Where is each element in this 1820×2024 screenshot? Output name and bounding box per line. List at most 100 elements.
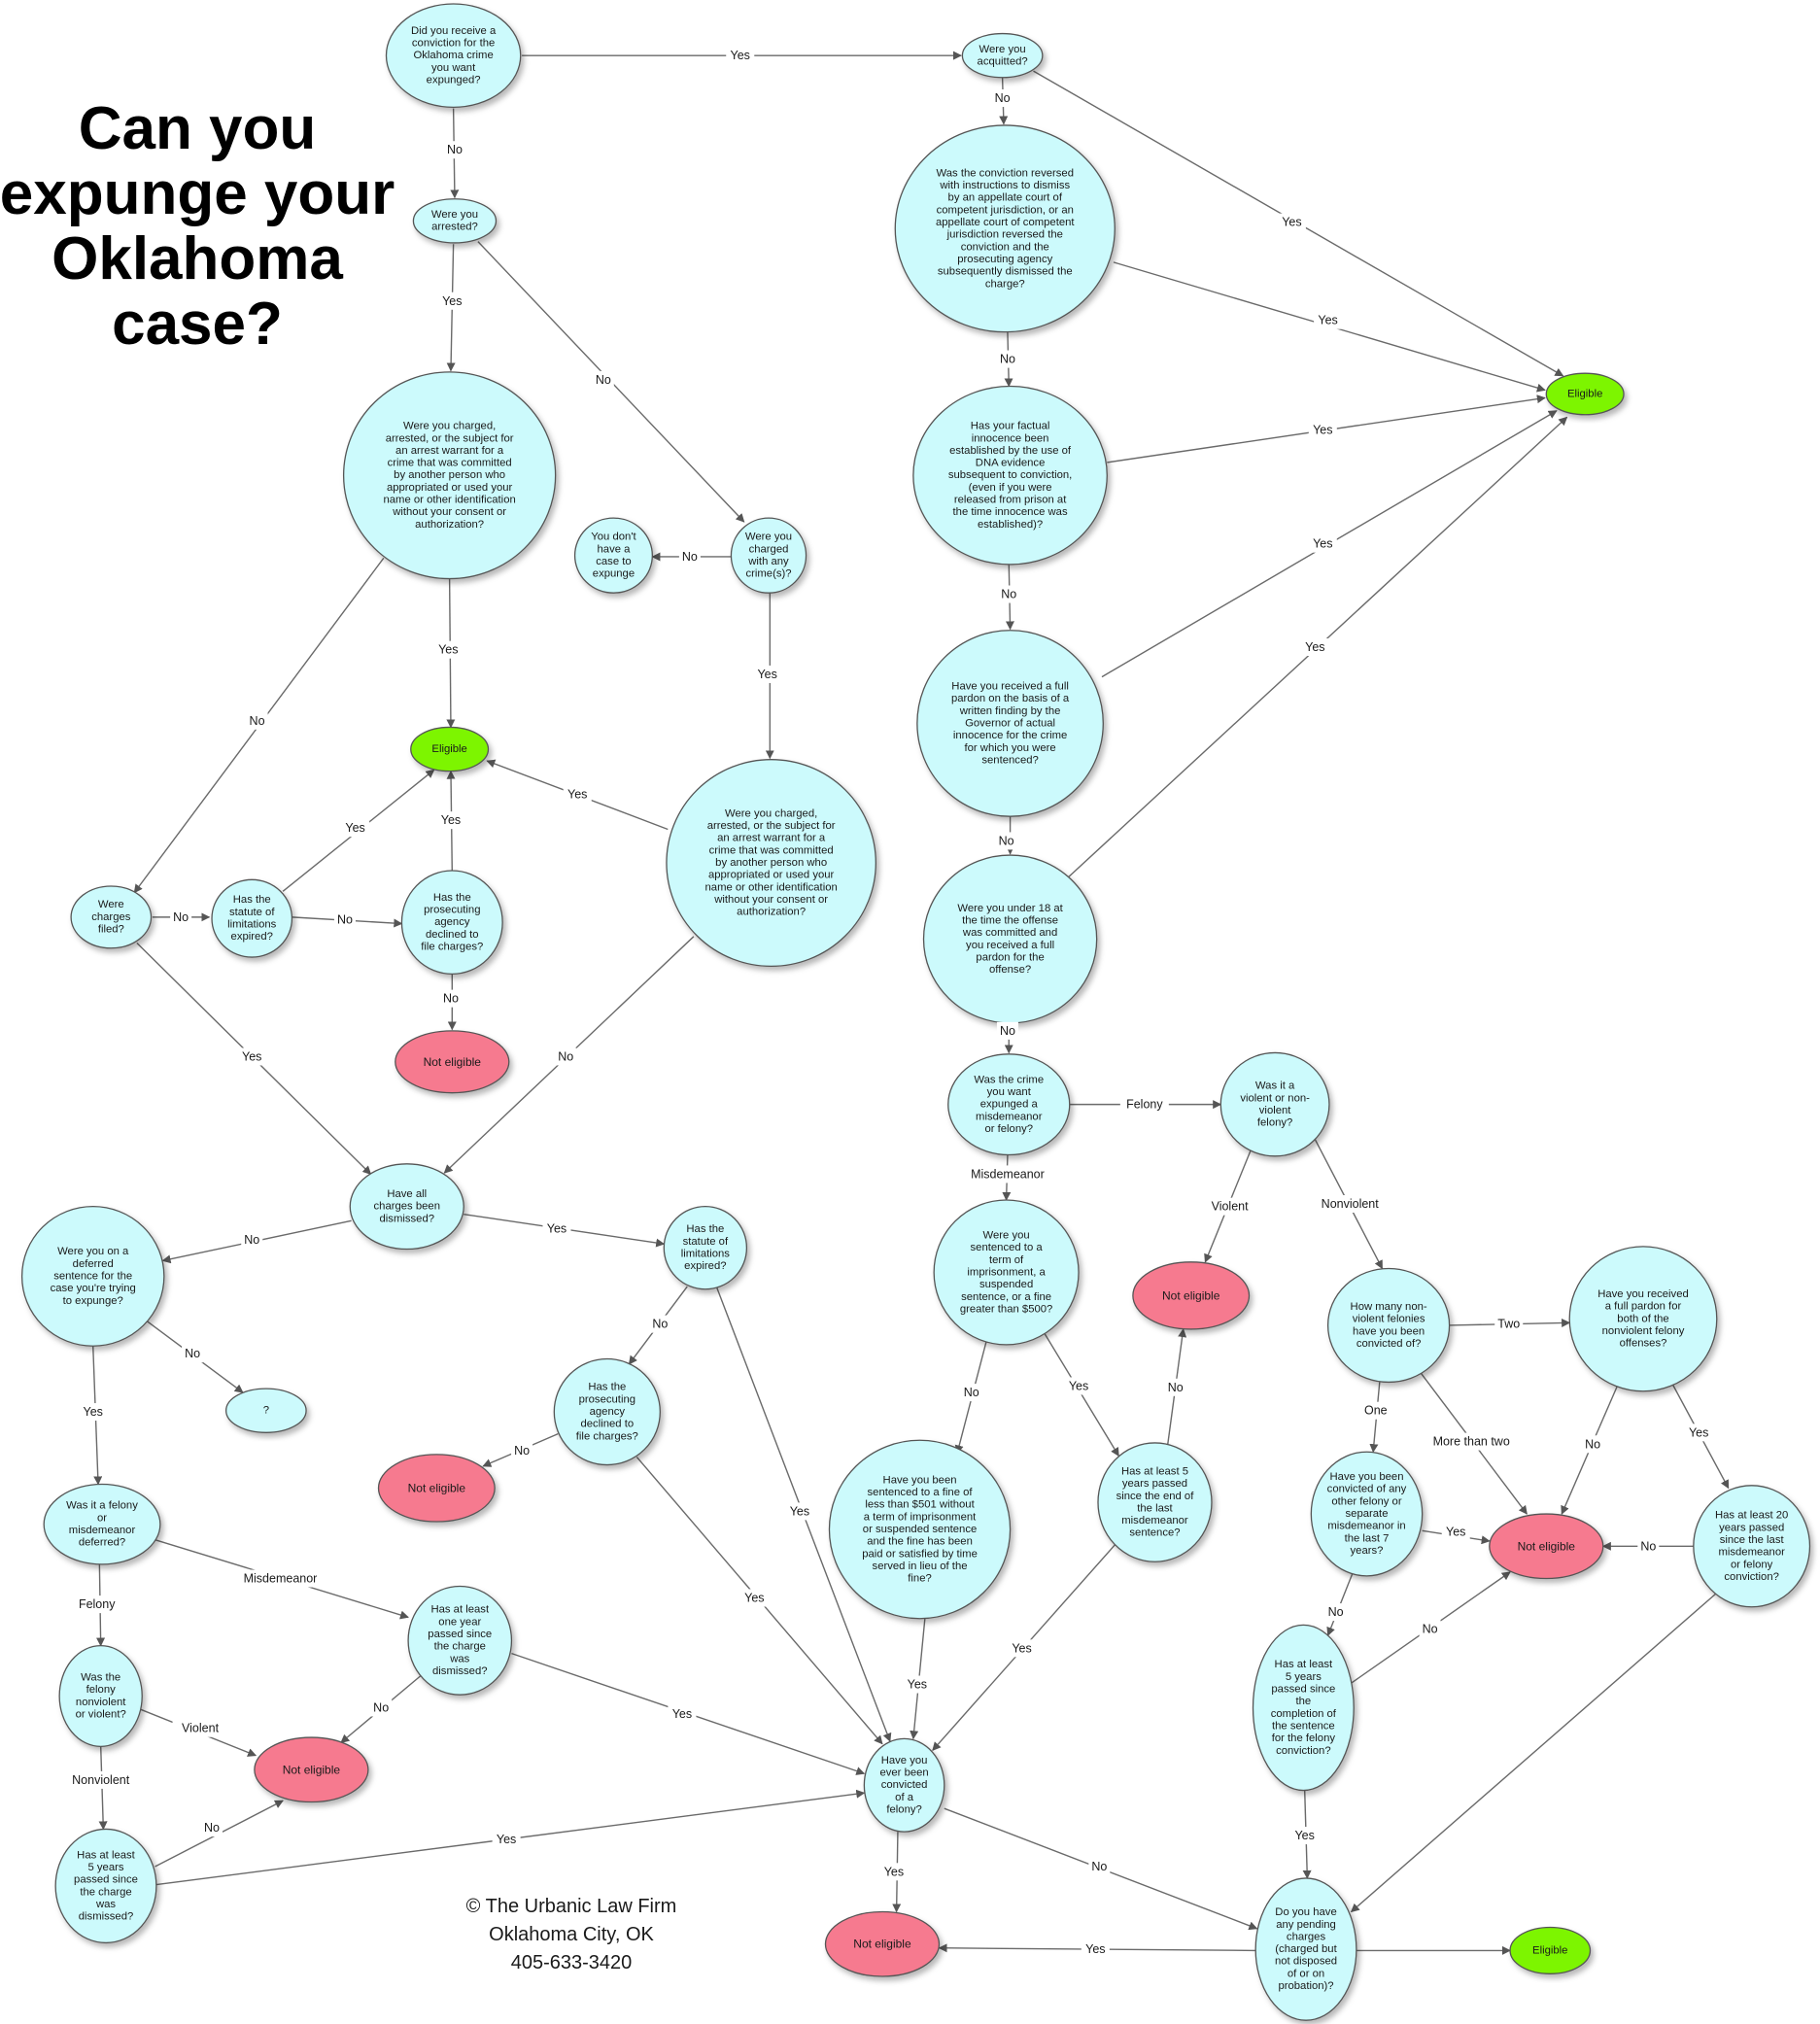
edge-label-text: No — [447, 143, 463, 156]
node-text-line: case you're trying — [51, 1283, 136, 1294]
node-text-line: with any — [747, 556, 789, 567]
question-node-shape — [54, 1828, 157, 1944]
question-node-shape — [863, 1737, 945, 1833]
node-text-line: name or other identification — [705, 881, 838, 893]
node-text-line: Governor of actual — [965, 717, 1055, 729]
node-text-line: any pending — [1276, 1919, 1336, 1931]
edge-label-text: No — [1168, 1381, 1184, 1394]
node-text-line: acquitted? — [978, 55, 1028, 67]
edge-label-text: Yes — [790, 1504, 809, 1518]
node-text-line: agency — [590, 1406, 626, 1418]
edge-label-text: No — [514, 1444, 530, 1458]
edge-label-q-misd-felony-to-q-sentence-type: Misdemeanor — [966, 1165, 1049, 1184]
edge-label-q-conviction-to-q-acquitted: Yes — [726, 47, 755, 65]
not-eligible-node-shape — [377, 1454, 496, 1523]
edge-label-background — [966, 1165, 1049, 1184]
node-text-line: jurisdiction reversed the — [946, 229, 1063, 241]
edge-label-background — [238, 1569, 322, 1588]
edge-label-q-declined-2-to-ne-3: No — [511, 1441, 533, 1459]
question-node-shape — [211, 878, 293, 958]
node-text-line: paid or satisfied by time — [862, 1548, 978, 1560]
node-text-line: an arrest warrant for a — [717, 833, 826, 844]
edge-label-text: Violent — [182, 1722, 220, 1735]
node-text-line: Has at least — [430, 1604, 490, 1616]
edge-label-background — [170, 908, 192, 926]
edge-label-q-dna-to-q-pardon: No — [998, 585, 1020, 603]
edge-label-background — [436, 811, 465, 830]
node-text-line: Were you — [983, 1229, 1030, 1241]
edge-label-background — [1064, 1377, 1093, 1395]
edge-label-background — [1164, 1378, 1186, 1396]
node-text-line: served in lieu of the — [873, 1561, 968, 1572]
node-text-line: not disposed — [1275, 1956, 1337, 1968]
edge-label-q-deferred-to-q-felony-or-misd-deferred: Yes — [79, 1403, 108, 1422]
node-text-line: How many non- — [1351, 1301, 1427, 1313]
node-text-line: imprisonment, a — [967, 1266, 1046, 1278]
node-text-line: offense? — [989, 964, 1031, 976]
node-text-line: Not eligible — [408, 1481, 466, 1494]
node-text-line: Were you — [745, 532, 792, 543]
edge-label-background — [79, 1403, 108, 1422]
question-node-shape — [553, 1357, 661, 1466]
node-text-line: passed since — [428, 1629, 492, 1640]
edge-label-background — [237, 1047, 266, 1066]
edge-label-background — [998, 585, 1020, 603]
node-text-line: Were you on a — [57, 1246, 129, 1257]
node-text-line: Were you charged, — [403, 421, 496, 432]
edge-label-text: Yes — [1305, 640, 1324, 654]
edge-label-q-acquitted-to-eligible-main: Yes — [1277, 213, 1306, 231]
edge-label-background — [1314, 311, 1343, 329]
node-text-line: an arrest warrant for a — [395, 445, 504, 457]
edge-label-background — [1419, 1620, 1441, 1638]
edge-label-text: Yes — [1294, 1829, 1314, 1842]
node-text-line: have you been — [1353, 1325, 1425, 1337]
edge-label-q-how-many-to-q-full-pardon-both: Two — [1494, 1315, 1524, 1333]
node-text-line: expunged a — [980, 1099, 1039, 1111]
node-text-line: name or other identification — [383, 495, 515, 506]
node-text-line: sentence? — [1129, 1527, 1180, 1539]
edge-label-text: Violent — [1212, 1200, 1250, 1214]
edge-label-text: Two — [1497, 1318, 1520, 1331]
edge-label-text: Yes — [1689, 1425, 1708, 1439]
title-line-1: Can you — [79, 95, 317, 162]
edge-label-text: More than two — [1433, 1435, 1510, 1449]
node-text-line: other felony or — [1331, 1495, 1401, 1507]
edge-label-q-other-felony-to-q-5yr-felony: No — [1324, 1603, 1347, 1622]
question-node-shape — [1252, 1624, 1355, 1792]
question-node-shape — [349, 1163, 464, 1251]
node-q-identity-2: Were you charged,arrested, or the subjec… — [666, 759, 876, 968]
question-node-shape — [1310, 1451, 1424, 1577]
node-text-line: since the last — [1720, 1534, 1785, 1546]
node-text-line: felony? — [886, 1804, 921, 1816]
node-q-identity-1: Were you charged,arrested, or the subjec… — [342, 371, 557, 580]
node-text-line: a full pardon for — [1605, 1301, 1682, 1313]
question-node-shape — [70, 885, 153, 949]
node-text-line: Were you — [979, 44, 1026, 55]
edge-label-background — [492, 1831, 521, 1849]
node-text-line: was — [95, 1899, 116, 1910]
question-node-shape — [730, 517, 807, 594]
edge-label-q-fine-less-to-q-ever-felony: Yes — [903, 1675, 932, 1694]
node-text-line: (even if you were — [969, 482, 1052, 494]
edge-label-background — [649, 1315, 671, 1333]
edge-label-q-full-pardon-both-to-q-20yr: Yes — [1684, 1424, 1713, 1442]
node-text-line: Has at least — [77, 1849, 136, 1861]
question-node-shape — [58, 1645, 143, 1747]
node-text-line: Not eligible — [283, 1763, 341, 1776]
edge-label-text: Yes — [1069, 1379, 1088, 1392]
edge-label-text: No — [682, 550, 698, 564]
node-text-line: years passed — [1719, 1522, 1784, 1533]
edge-label-text: No — [1585, 1437, 1600, 1451]
edge-label-q-violent-to-q-how-many: Nonviolent — [1312, 1195, 1389, 1214]
